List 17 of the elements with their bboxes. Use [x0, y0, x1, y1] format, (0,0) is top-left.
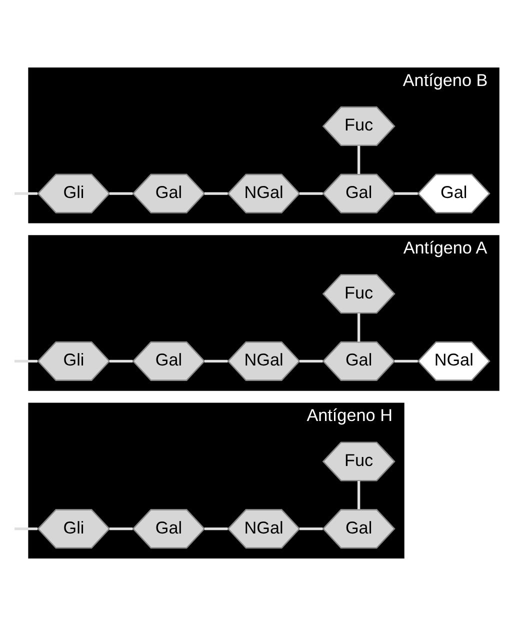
connector: [358, 480, 360, 510]
connector: [358, 313, 360, 342]
connector: [358, 146, 360, 174]
connector: [109, 527, 133, 530]
connector: [109, 360, 133, 362]
connector: [394, 192, 418, 195]
connector: [300, 527, 323, 530]
connector: [109, 192, 133, 195]
connector: [300, 192, 323, 195]
connector: [204, 192, 228, 195]
connector: [204, 360, 228, 362]
connector: [394, 360, 418, 362]
connector: [14, 192, 38, 195]
connector: [14, 360, 38, 362]
connector: [14, 527, 38, 530]
connector: [204, 527, 228, 530]
connector: [300, 360, 323, 362]
